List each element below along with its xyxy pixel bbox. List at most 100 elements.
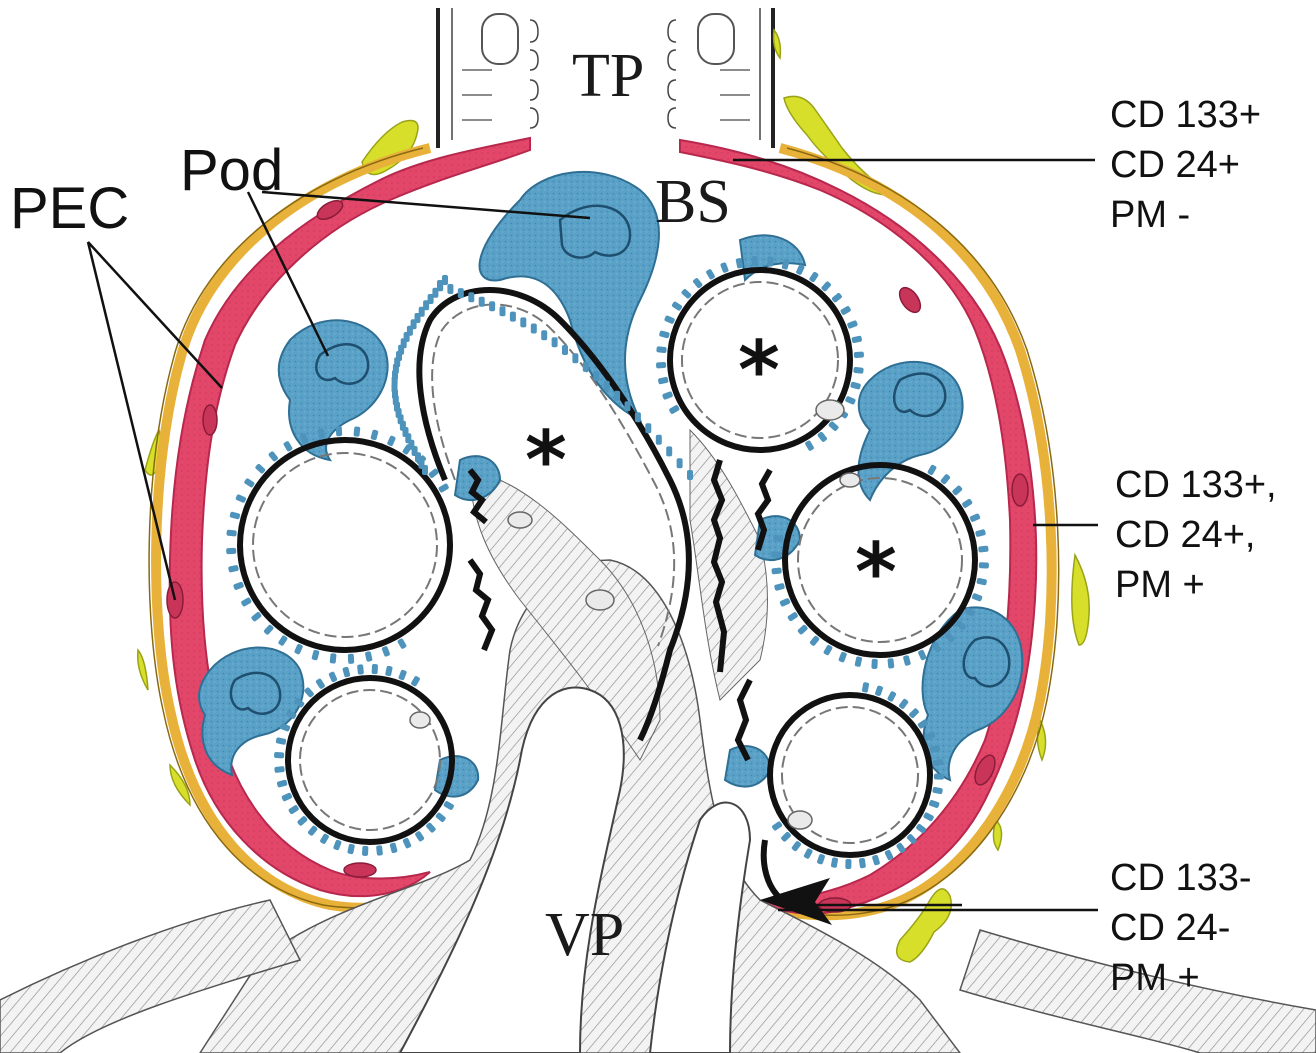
- marker-line: PM -: [1110, 194, 1190, 236]
- foot-process: [774, 583, 785, 591]
- foot-process: [233, 581, 244, 590]
- foot-process: [438, 483, 450, 493]
- foot-process: [828, 421, 839, 432]
- foot-process: [821, 281, 832, 292]
- foot-process: [875, 685, 884, 696]
- foot-process: [803, 848, 813, 860]
- foot-process: [510, 312, 516, 322]
- foot-process: [656, 362, 666, 369]
- marker-line: PM +: [1110, 957, 1200, 999]
- foot-process: [978, 546, 989, 553]
- foot-process: [671, 301, 683, 311]
- foot-process: [370, 429, 378, 440]
- foot-process: [664, 315, 676, 325]
- marker-group-middle: CD 133+, CD 24+, PM +: [1115, 464, 1277, 606]
- foot-process: [845, 859, 851, 869]
- foot-process: [500, 306, 506, 316]
- foot-process: [447, 284, 453, 294]
- marker-group-top: CD 133+ CD 24+ PM -: [1110, 94, 1261, 236]
- foot-process: [414, 830, 424, 842]
- foot-process: [435, 812, 447, 823]
- foot-process: [275, 737, 286, 745]
- foot-process: [927, 464, 937, 476]
- foot-process: [817, 431, 828, 443]
- foot-process: [562, 345, 568, 355]
- foot-process: [443, 800, 455, 810]
- foot-process: [928, 800, 939, 809]
- foot-process: [398, 669, 407, 680]
- foot-process: [365, 651, 373, 662]
- foot-process: [887, 658, 894, 669]
- foot-process: [687, 470, 693, 480]
- foot-process: [961, 498, 973, 508]
- foot-process: [353, 426, 360, 437]
- foot-process: [319, 833, 329, 845]
- foot-process: [847, 320, 858, 329]
- foot-process: [658, 377, 669, 385]
- foot-process: [348, 654, 355, 664]
- foot-process: [255, 463, 266, 474]
- asterisk-left: *: [525, 414, 567, 507]
- marker-line: CD 24+,: [1115, 514, 1255, 556]
- foot-process: [288, 804, 300, 814]
- foot-process: [809, 635, 820, 647]
- foot-process: [276, 779, 287, 787]
- foot-process: [281, 792, 293, 802]
- foot-process: [294, 643, 304, 655]
- foot-process: [903, 655, 911, 666]
- foot-process: [791, 840, 802, 852]
- foot-process: [971, 593, 982, 602]
- foot-process: [668, 404, 680, 414]
- foot-process: [979, 562, 989, 569]
- marker-line: PM +: [1115, 564, 1205, 606]
- foot-process: [823, 644, 833, 656]
- foot-process: [635, 412, 641, 422]
- foot-process: [859, 858, 866, 869]
- foot-process: [583, 362, 589, 372]
- foot-process: [520, 317, 526, 327]
- foot-process: [330, 653, 337, 664]
- marker-line: CD 24-: [1110, 907, 1230, 949]
- foot-process: [552, 337, 558, 347]
- foot-process: [817, 853, 826, 864]
- foot-process: [771, 821, 783, 832]
- foot-process: [425, 822, 436, 833]
- foot-process: [458, 288, 464, 298]
- foot-process: [376, 845, 383, 856]
- foot-process: [681, 288, 692, 299]
- marker-line: CD 133-: [1110, 857, 1252, 899]
- marker-line: CD 133+: [1110, 94, 1261, 136]
- foot-process: [872, 854, 881, 865]
- foot-process: [244, 478, 256, 488]
- foot-process: [385, 665, 393, 676]
- foot-process: [705, 268, 715, 280]
- foot-process: [226, 530, 237, 537]
- foot-process: [838, 651, 847, 662]
- foot-process: [666, 446, 672, 456]
- foot-process: [333, 839, 342, 850]
- marker-line: CD 24+: [1110, 144, 1240, 186]
- foot-process: [850, 381, 861, 389]
- foot-process: [489, 301, 495, 311]
- label-bs: BS: [655, 168, 731, 236]
- label-tp: TP: [572, 42, 644, 110]
- foot-process: [468, 292, 474, 302]
- foot-process: [226, 548, 236, 555]
- foot-process: [572, 353, 578, 363]
- foot-process: [854, 656, 862, 667]
- label-vp: VP: [545, 901, 624, 969]
- foot-process: [531, 324, 537, 334]
- foot-process: [357, 664, 364, 675]
- foot-process: [752, 256, 759, 266]
- foot-process: [387, 435, 397, 447]
- foot-process: [229, 511, 240, 519]
- foot-process: [397, 638, 407, 650]
- foot-process: [410, 675, 420, 687]
- foot-process: [952, 485, 963, 496]
- foot-process: [851, 335, 862, 343]
- foot-process: [342, 666, 350, 677]
- foot-process: [932, 787, 943, 795]
- foot-process: [831, 857, 839, 868]
- foot-process: [541, 330, 547, 340]
- foot-process: [771, 567, 782, 574]
